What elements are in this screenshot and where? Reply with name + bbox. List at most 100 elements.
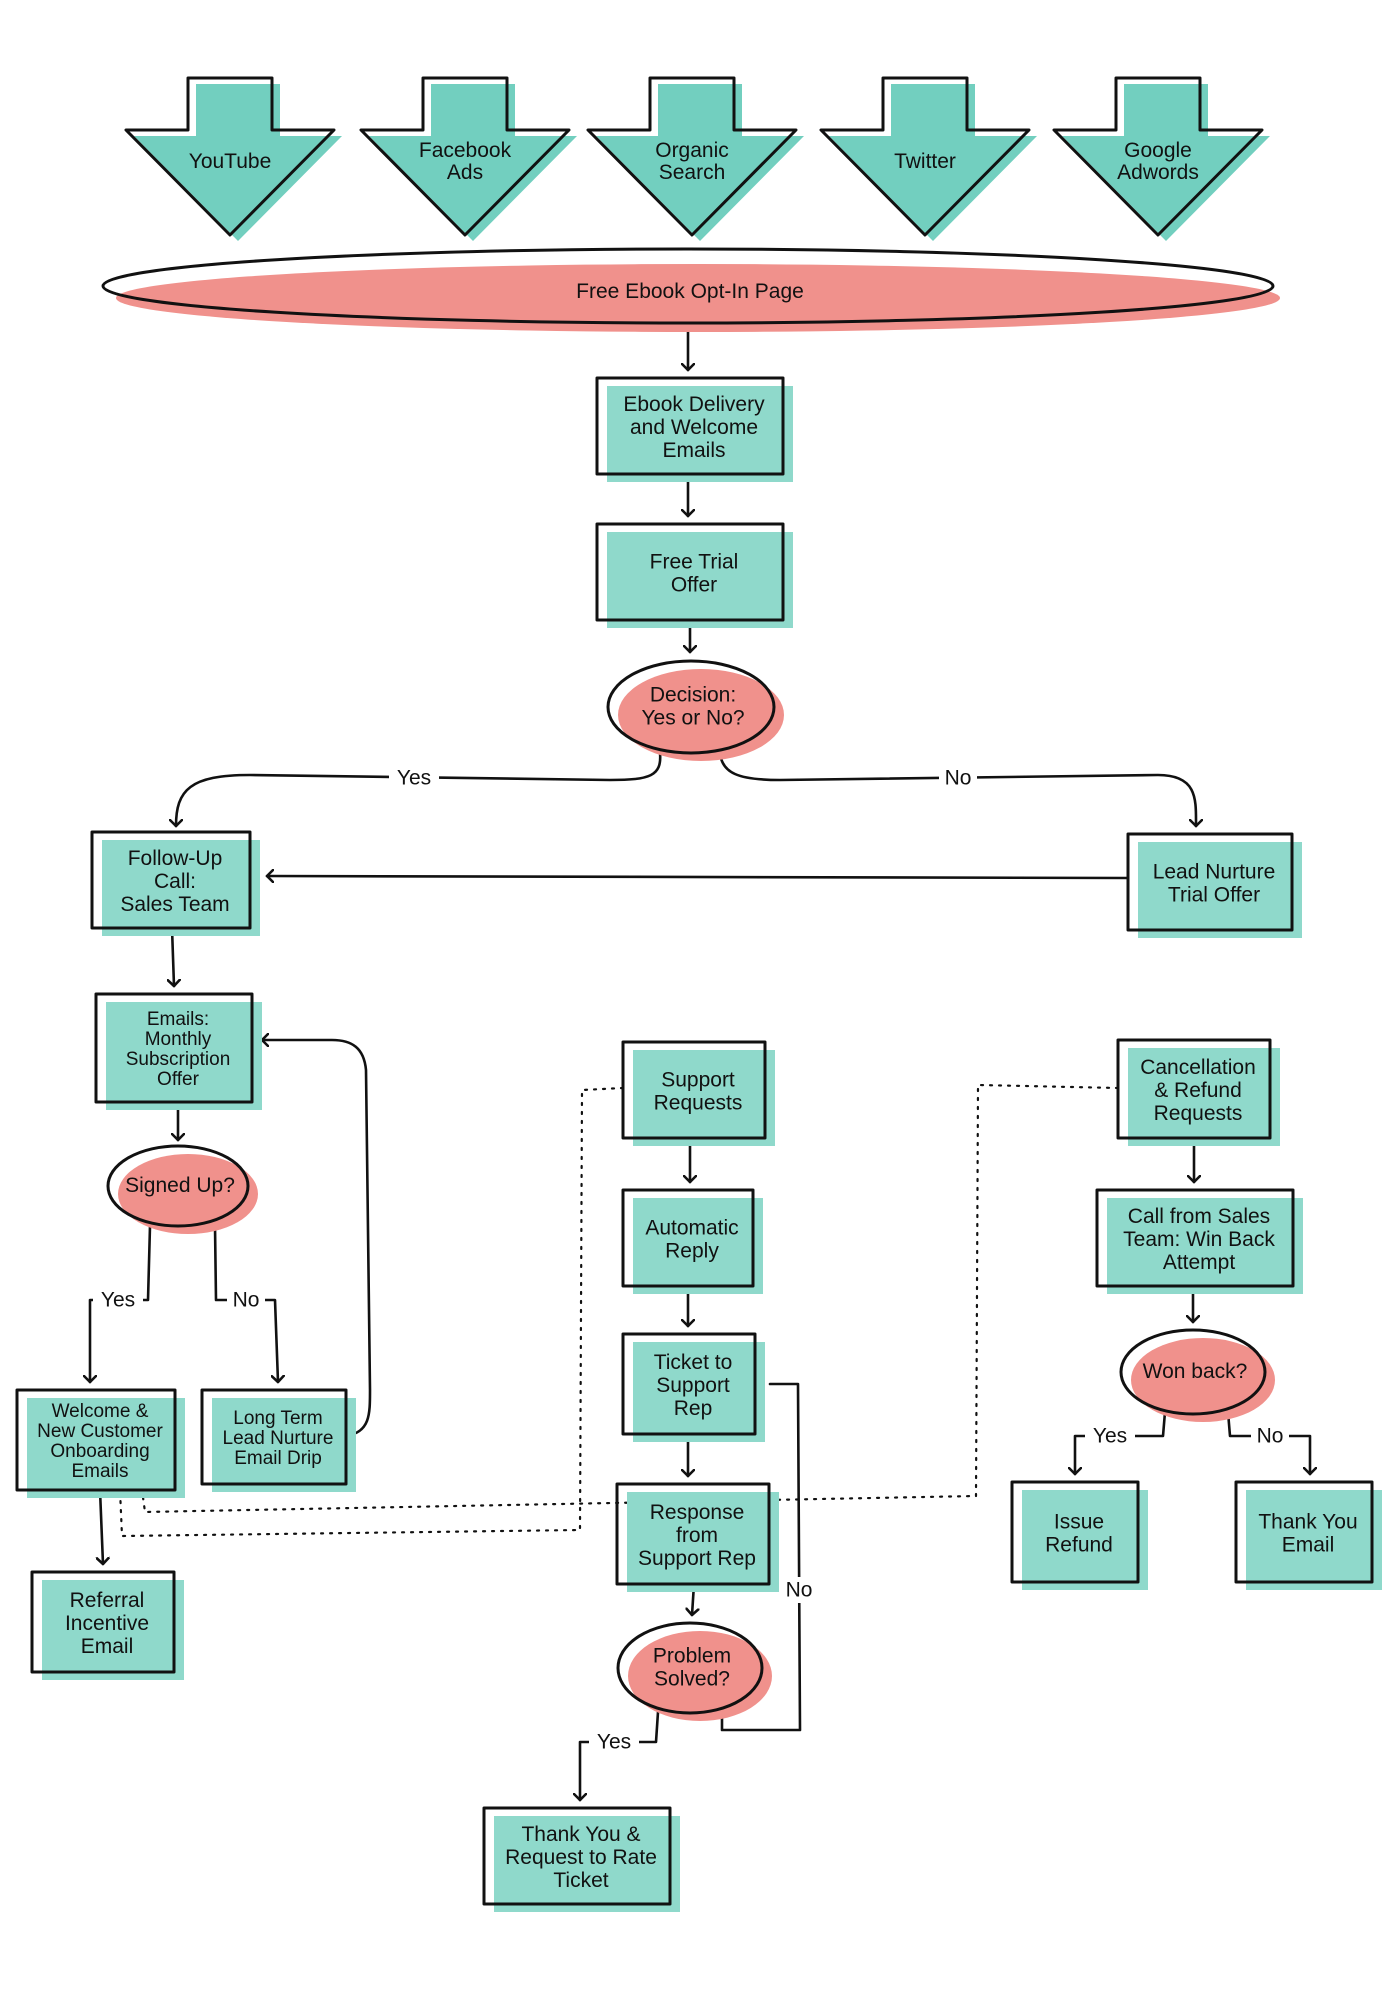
optin-label: Free Ebook Opt-In Page xyxy=(576,280,804,303)
edge-label-text: Yes xyxy=(1093,1425,1127,1448)
source-label: YouTube xyxy=(189,150,272,173)
edge-label-bg xyxy=(939,765,977,791)
node-outline xyxy=(90,830,252,930)
node-outline xyxy=(15,1388,177,1492)
node-fill xyxy=(607,386,793,482)
edge-label-problem-yes: Yes xyxy=(589,1729,639,1755)
decision-signed-up: Signed Up? xyxy=(106,1144,258,1234)
decision-label: Signed Up? xyxy=(125,1174,235,1197)
edge-label-text: No xyxy=(1257,1425,1284,1448)
decision-won-back: Won back? xyxy=(1119,1328,1275,1422)
edge-label-won-no: No xyxy=(1251,1423,1289,1449)
optin-ellipse-fill xyxy=(116,264,1280,332)
node-fill xyxy=(607,532,793,628)
edge-label-problem-no: No xyxy=(780,1577,818,1603)
connector-welcome-to-referral xyxy=(100,1488,103,1566)
node-fill xyxy=(27,1398,185,1498)
decision-label: Won back? xyxy=(1143,1360,1248,1383)
optin-ellipse-outline xyxy=(101,247,1275,325)
connector-longterm-loop-to-emails xyxy=(260,1040,372,1438)
node-fill xyxy=(1246,1490,1382,1590)
node-outline xyxy=(94,992,254,1104)
node-fill xyxy=(494,1816,680,1912)
node-outline xyxy=(621,1188,755,1288)
node-fill xyxy=(633,1050,775,1146)
node-fill xyxy=(1128,1048,1280,1146)
edge-label-decision-no: No xyxy=(939,765,977,791)
node-outline xyxy=(200,1388,348,1486)
node-outline xyxy=(1116,1038,1272,1140)
node-outline xyxy=(1010,1480,1140,1584)
decision-fill xyxy=(118,1154,258,1234)
connector-decision-no-branch xyxy=(718,751,1196,828)
edge-label-signed-no: No xyxy=(227,1287,265,1313)
source-arrow-fill xyxy=(134,84,342,241)
decision-outline xyxy=(106,1144,250,1228)
edge-label-bg xyxy=(227,1287,265,1313)
edge-label-signed-yes: Yes xyxy=(93,1287,143,1313)
source-label: Twitter xyxy=(894,150,956,173)
source-youtube: YouTube xyxy=(124,76,342,241)
node-fill xyxy=(1107,1198,1303,1294)
source-arrow-outline xyxy=(586,76,798,237)
source-arrow-fill xyxy=(829,84,1037,241)
decision-fill xyxy=(628,1631,772,1721)
dotted-connector-cancel-to-welcome xyxy=(140,1083,1120,1514)
decision-label: Decision:Yes or No? xyxy=(641,683,744,729)
edge-label-text: Yes xyxy=(101,1289,135,1312)
edge-label-won-yes: Yes xyxy=(1085,1423,1135,1449)
source-arrow-fill xyxy=(1062,84,1270,241)
decision-decision: Decision:Yes or No? xyxy=(606,659,784,761)
source-arrow-outline xyxy=(819,76,1031,237)
source-arrow-outline xyxy=(359,76,571,237)
node-outline xyxy=(1095,1188,1295,1288)
node-fill xyxy=(42,1580,184,1680)
node-fill xyxy=(102,840,260,936)
node-fill xyxy=(1022,1490,1148,1590)
edge-label-bg xyxy=(93,1287,143,1313)
optin-page: Free Ebook Opt-In Page xyxy=(101,247,1280,332)
source-arrow-fill xyxy=(369,84,577,241)
node-outline xyxy=(1126,832,1294,932)
connector-decision-yes-branch xyxy=(176,751,662,828)
decision-outline xyxy=(606,659,776,755)
source-arrow-outline xyxy=(1052,76,1264,237)
connector-followup-to-emails xyxy=(172,926,174,988)
edge-label-text: Yes xyxy=(397,767,431,790)
edge-label-bg xyxy=(1251,1423,1289,1449)
node-fill xyxy=(627,1492,779,1592)
edge-label-text: Yes xyxy=(597,1731,631,1754)
node-fill xyxy=(633,1198,763,1294)
edge-label-bg xyxy=(780,1577,818,1603)
